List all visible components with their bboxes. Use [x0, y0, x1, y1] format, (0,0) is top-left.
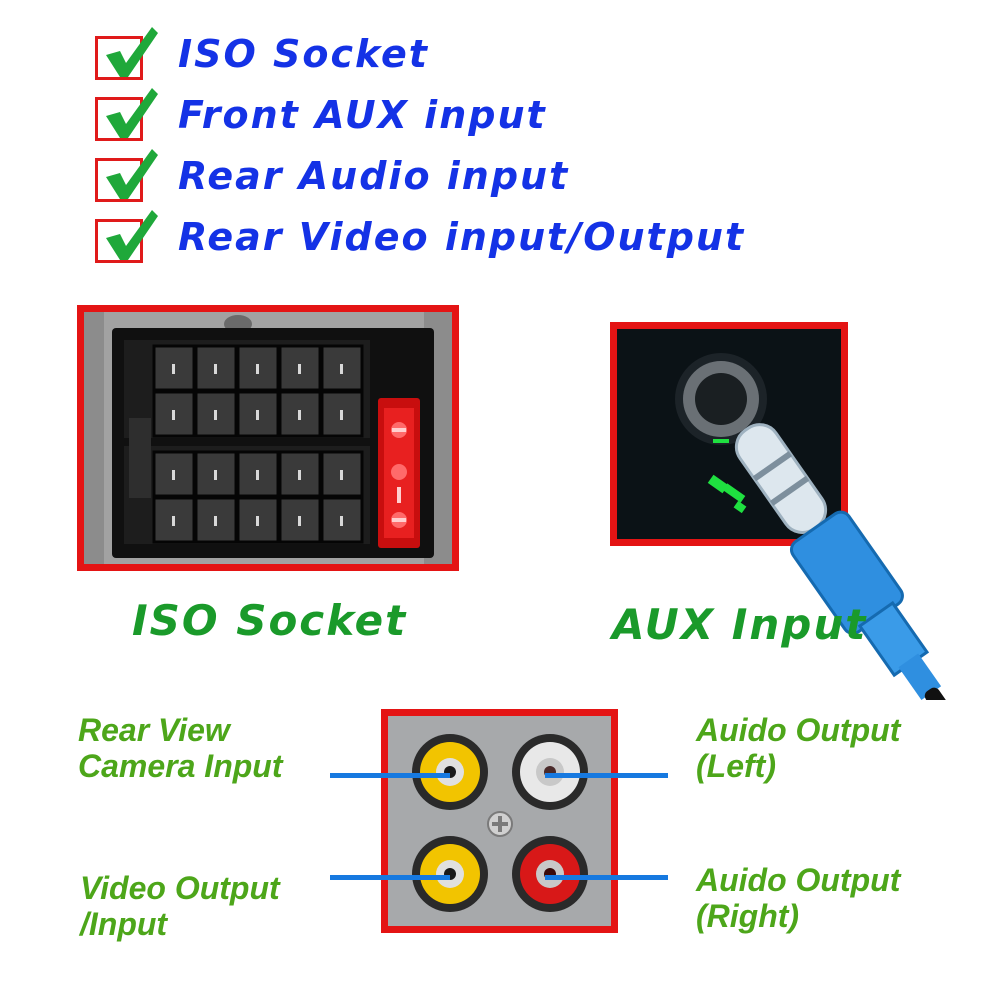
audio-output-left-label: Auido Output (Left): [696, 712, 900, 784]
checkbox: [95, 149, 158, 202]
rear-camera-input-label: Rear View Camera Input: [78, 712, 282, 784]
feature-item: Rear Video input/Output: [95, 210, 795, 272]
feature-item: Rear Audio input: [95, 149, 795, 211]
label-line: /Input: [80, 906, 168, 942]
audio-left-connector-line: [545, 773, 668, 778]
video-output-input-label: Video Output /Input: [80, 870, 280, 942]
checkbox: [95, 27, 158, 80]
aux-input-photo: [610, 322, 848, 546]
feature-label: ISO Socket: [178, 32, 429, 76]
label-line: Camera Input: [78, 748, 283, 784]
rca-ports-photo: [381, 709, 618, 933]
feature-label: Front AUX input: [178, 93, 547, 137]
checkbox: [95, 210, 158, 263]
aux-plug-icon: [734, 423, 957, 700]
feature-item: Front AUX input: [95, 88, 795, 150]
iso-socket-caption: ISO Socket: [132, 596, 408, 645]
checkmark-icon: [106, 27, 158, 77]
feature-checklist: ISO Socket Front AUX input Rear Audio in…: [95, 27, 795, 272]
label-line: (Left): [696, 748, 776, 784]
video-connector-line: [330, 875, 450, 880]
checkmark-icon: [106, 149, 158, 199]
iso-socket-photo: [77, 305, 459, 571]
rear-camera-connector-line: [330, 773, 450, 778]
label-line: Rear View: [78, 712, 230, 748]
audio-output-right-label: Auido Output (Right): [696, 862, 900, 934]
aux-input-caption: AUX Input: [612, 600, 868, 649]
label-line: Auido Output: [696, 862, 901, 898]
feature-label: Rear Video input/Output: [178, 215, 746, 259]
audio-right-connector-line: [545, 875, 668, 880]
iso-socket-illustration: [84, 312, 452, 564]
feature-label: Rear Audio input: [178, 154, 570, 198]
label-line: Auido Output: [696, 712, 901, 748]
checkbox: [95, 88, 158, 141]
label-line: Video Output: [80, 870, 280, 906]
checkmark-icon: [106, 88, 158, 138]
rca-ports-illustration: [388, 716, 611, 926]
checkmark-icon: [106, 210, 158, 260]
feature-item: ISO Socket: [95, 27, 795, 89]
label-line: (Right): [696, 898, 800, 934]
